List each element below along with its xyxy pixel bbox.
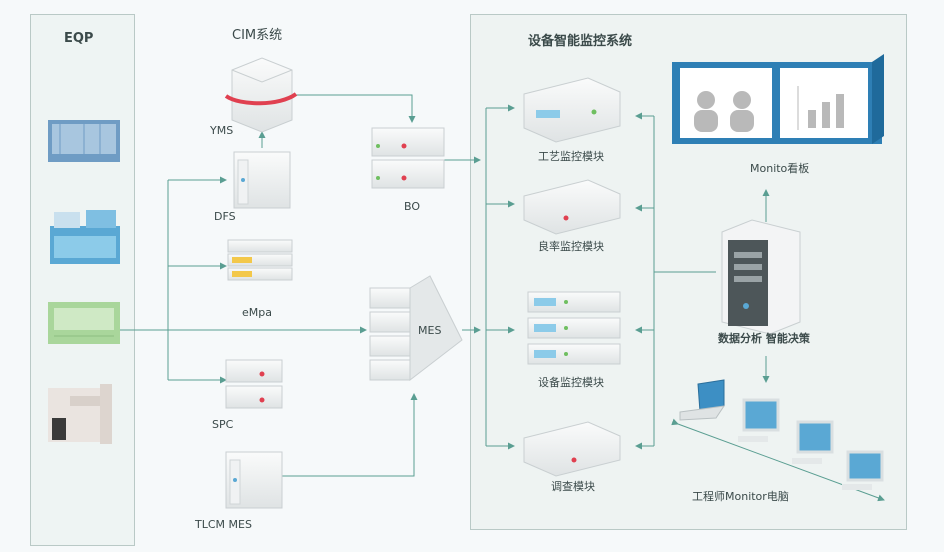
machine-4 [48, 384, 112, 444]
yms-label: YMS [210, 124, 234, 137]
eqp-title: EQP [64, 31, 94, 46]
bo-label: BO [404, 200, 421, 213]
analysis-label: 数据分析 智能决策 [718, 332, 810, 345]
process-module-label: 工艺监控模块 [538, 150, 604, 163]
mes-server-icon [369, 275, 463, 382]
yms-server-icon [224, 57, 298, 133]
machine-3 [48, 302, 120, 344]
monitor-system-title: 设备智能监控系统 [528, 34, 633, 49]
process-module-server-icon [523, 77, 621, 143]
engineer-pc-icon [738, 398, 780, 442]
dfs-server-icon [233, 151, 291, 209]
connections [120, 94, 885, 502]
bo-server-icon [371, 127, 445, 189]
cim-title: CIM系统 [232, 28, 283, 43]
adjust-module-server-icon [523, 421, 621, 477]
monitor-board-icon [672, 54, 884, 144]
engineer-pc-icon [792, 420, 834, 464]
machine-1 [48, 120, 120, 162]
monitor-board-label: Monito看板 [750, 162, 810, 175]
analysis-server-icon [721, 219, 801, 335]
yield-module-label: 良率监控模块 [538, 240, 604, 253]
dfs-label: DFS [214, 210, 236, 223]
adjust-module-label: 调查模块 [551, 480, 595, 493]
yield-module-server-icon [523, 179, 621, 235]
empa-label: eMpa [242, 306, 272, 319]
eqp-panel [30, 14, 135, 546]
engineer-pc-laptop-icon [679, 379, 726, 421]
mes-label: MES [418, 324, 442, 337]
empa-server-icon [227, 239, 293, 281]
spc-label: SPC [212, 418, 234, 431]
tlcm-mes-server-icon [225, 451, 283, 509]
equipment-module-server-icon [527, 291, 621, 365]
spc-server-icon [225, 359, 283, 409]
machine-2 [50, 210, 120, 264]
engineer-pc-icon [842, 450, 884, 490]
tlcm-mes-label: TLCM MES [195, 518, 252, 531]
engineer-pcs-label: 工程师Monitor电脑 [692, 490, 789, 503]
equipment-module-label: 设备监控模块 [538, 376, 604, 389]
